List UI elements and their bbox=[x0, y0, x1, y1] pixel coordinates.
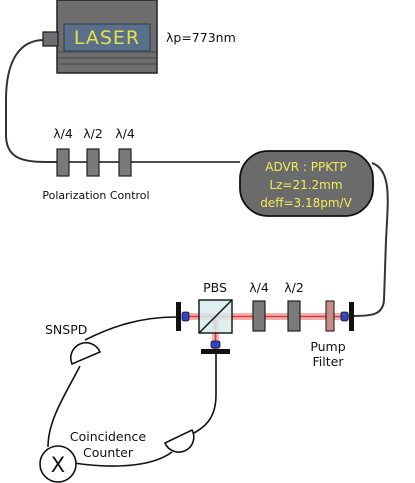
laser-fin bbox=[58, 51, 156, 53]
coincidence-symbol: X bbox=[51, 453, 65, 477]
crystal-nonlinearity-label: deff=3.18pm/V bbox=[260, 196, 352, 210]
coupler-mount bbox=[201, 349, 230, 354]
laser-label: LASER bbox=[74, 27, 140, 49]
fiber-crystal-to-filter bbox=[351, 162, 389, 317]
laser-output-port bbox=[42, 31, 59, 47]
det-plate-label-1: λ/4 bbox=[249, 280, 269, 295]
coupler-lens bbox=[181, 311, 190, 322]
pc-quarter-wave-plate-1 bbox=[56, 148, 70, 177]
cable-snspd1-to-counter bbox=[47, 365, 81, 448]
laser-fin bbox=[58, 57, 156, 59]
polarizing-beam-splitter bbox=[198, 299, 233, 334]
coincidence-counter-label-2: Counter bbox=[83, 445, 134, 460]
polarization-control: λ/4 λ/2 λ/4 Polarization Control bbox=[42, 126, 149, 202]
pump-filter-label-1: Pump bbox=[310, 339, 345, 354]
pc-plate-label-2: λ/2 bbox=[83, 126, 103, 141]
pbs-label: PBS bbox=[203, 280, 227, 295]
crystal-length-label: Lz=21.2mm bbox=[269, 178, 342, 192]
pump-filter bbox=[325, 300, 335, 332]
pump-wavelength-label: λp=773nm bbox=[166, 30, 236, 45]
laser-fin bbox=[58, 63, 156, 65]
crystal-type-label: ADVR : PPKTP bbox=[265, 160, 346, 174]
det-half-wave-plate bbox=[287, 300, 301, 332]
snspd-label: SNSPD bbox=[45, 322, 87, 337]
pc-plate-label-3: λ/4 bbox=[115, 126, 135, 141]
coincidence-counter-label-1: Coincidence bbox=[70, 429, 147, 444]
det-plate-label-2: λ/2 bbox=[284, 280, 304, 295]
cable-snspd2-to-counter bbox=[73, 451, 173, 467]
pbs-diagonal bbox=[198, 299, 233, 334]
laser-source: LASER bbox=[42, 0, 158, 74]
fiber-coupler-transmitted bbox=[176, 302, 190, 331]
coincidence-counter bbox=[39, 445, 77, 483]
pc-quarter-wave-plate-2 bbox=[118, 148, 132, 177]
coupler-mount bbox=[176, 302, 181, 331]
fiber-coupler-input bbox=[340, 302, 354, 331]
fiber-coupler-reflected bbox=[201, 340, 230, 354]
coupler-lens bbox=[210, 340, 221, 349]
snspd-detector-2 bbox=[163, 428, 195, 453]
coupler-mount bbox=[349, 302, 354, 331]
fiber-laser-to-polarization bbox=[5, 39, 57, 163]
fiber-reflected-to-snspd bbox=[189, 354, 217, 436]
crystal-body bbox=[239, 150, 374, 217]
pump-filter-label-2: Filter bbox=[313, 354, 345, 369]
det-quarter-wave-plate bbox=[252, 300, 266, 332]
pc-half-wave-plate bbox=[86, 148, 100, 177]
ppktp-crystal: ADVR : PPKTP Lz=21.2mm deff=3.18pm/V bbox=[239, 150, 374, 217]
coupler-lens bbox=[340, 311, 349, 322]
pc-plate-label-1: λ/4 bbox=[53, 126, 73, 141]
polarization-control-label: Polarization Control bbox=[42, 189, 149, 202]
laser-panel bbox=[63, 23, 151, 52]
fiber-transmitted-to-snspd bbox=[84, 316, 177, 341]
snspd-detector-1 bbox=[69, 342, 102, 366]
